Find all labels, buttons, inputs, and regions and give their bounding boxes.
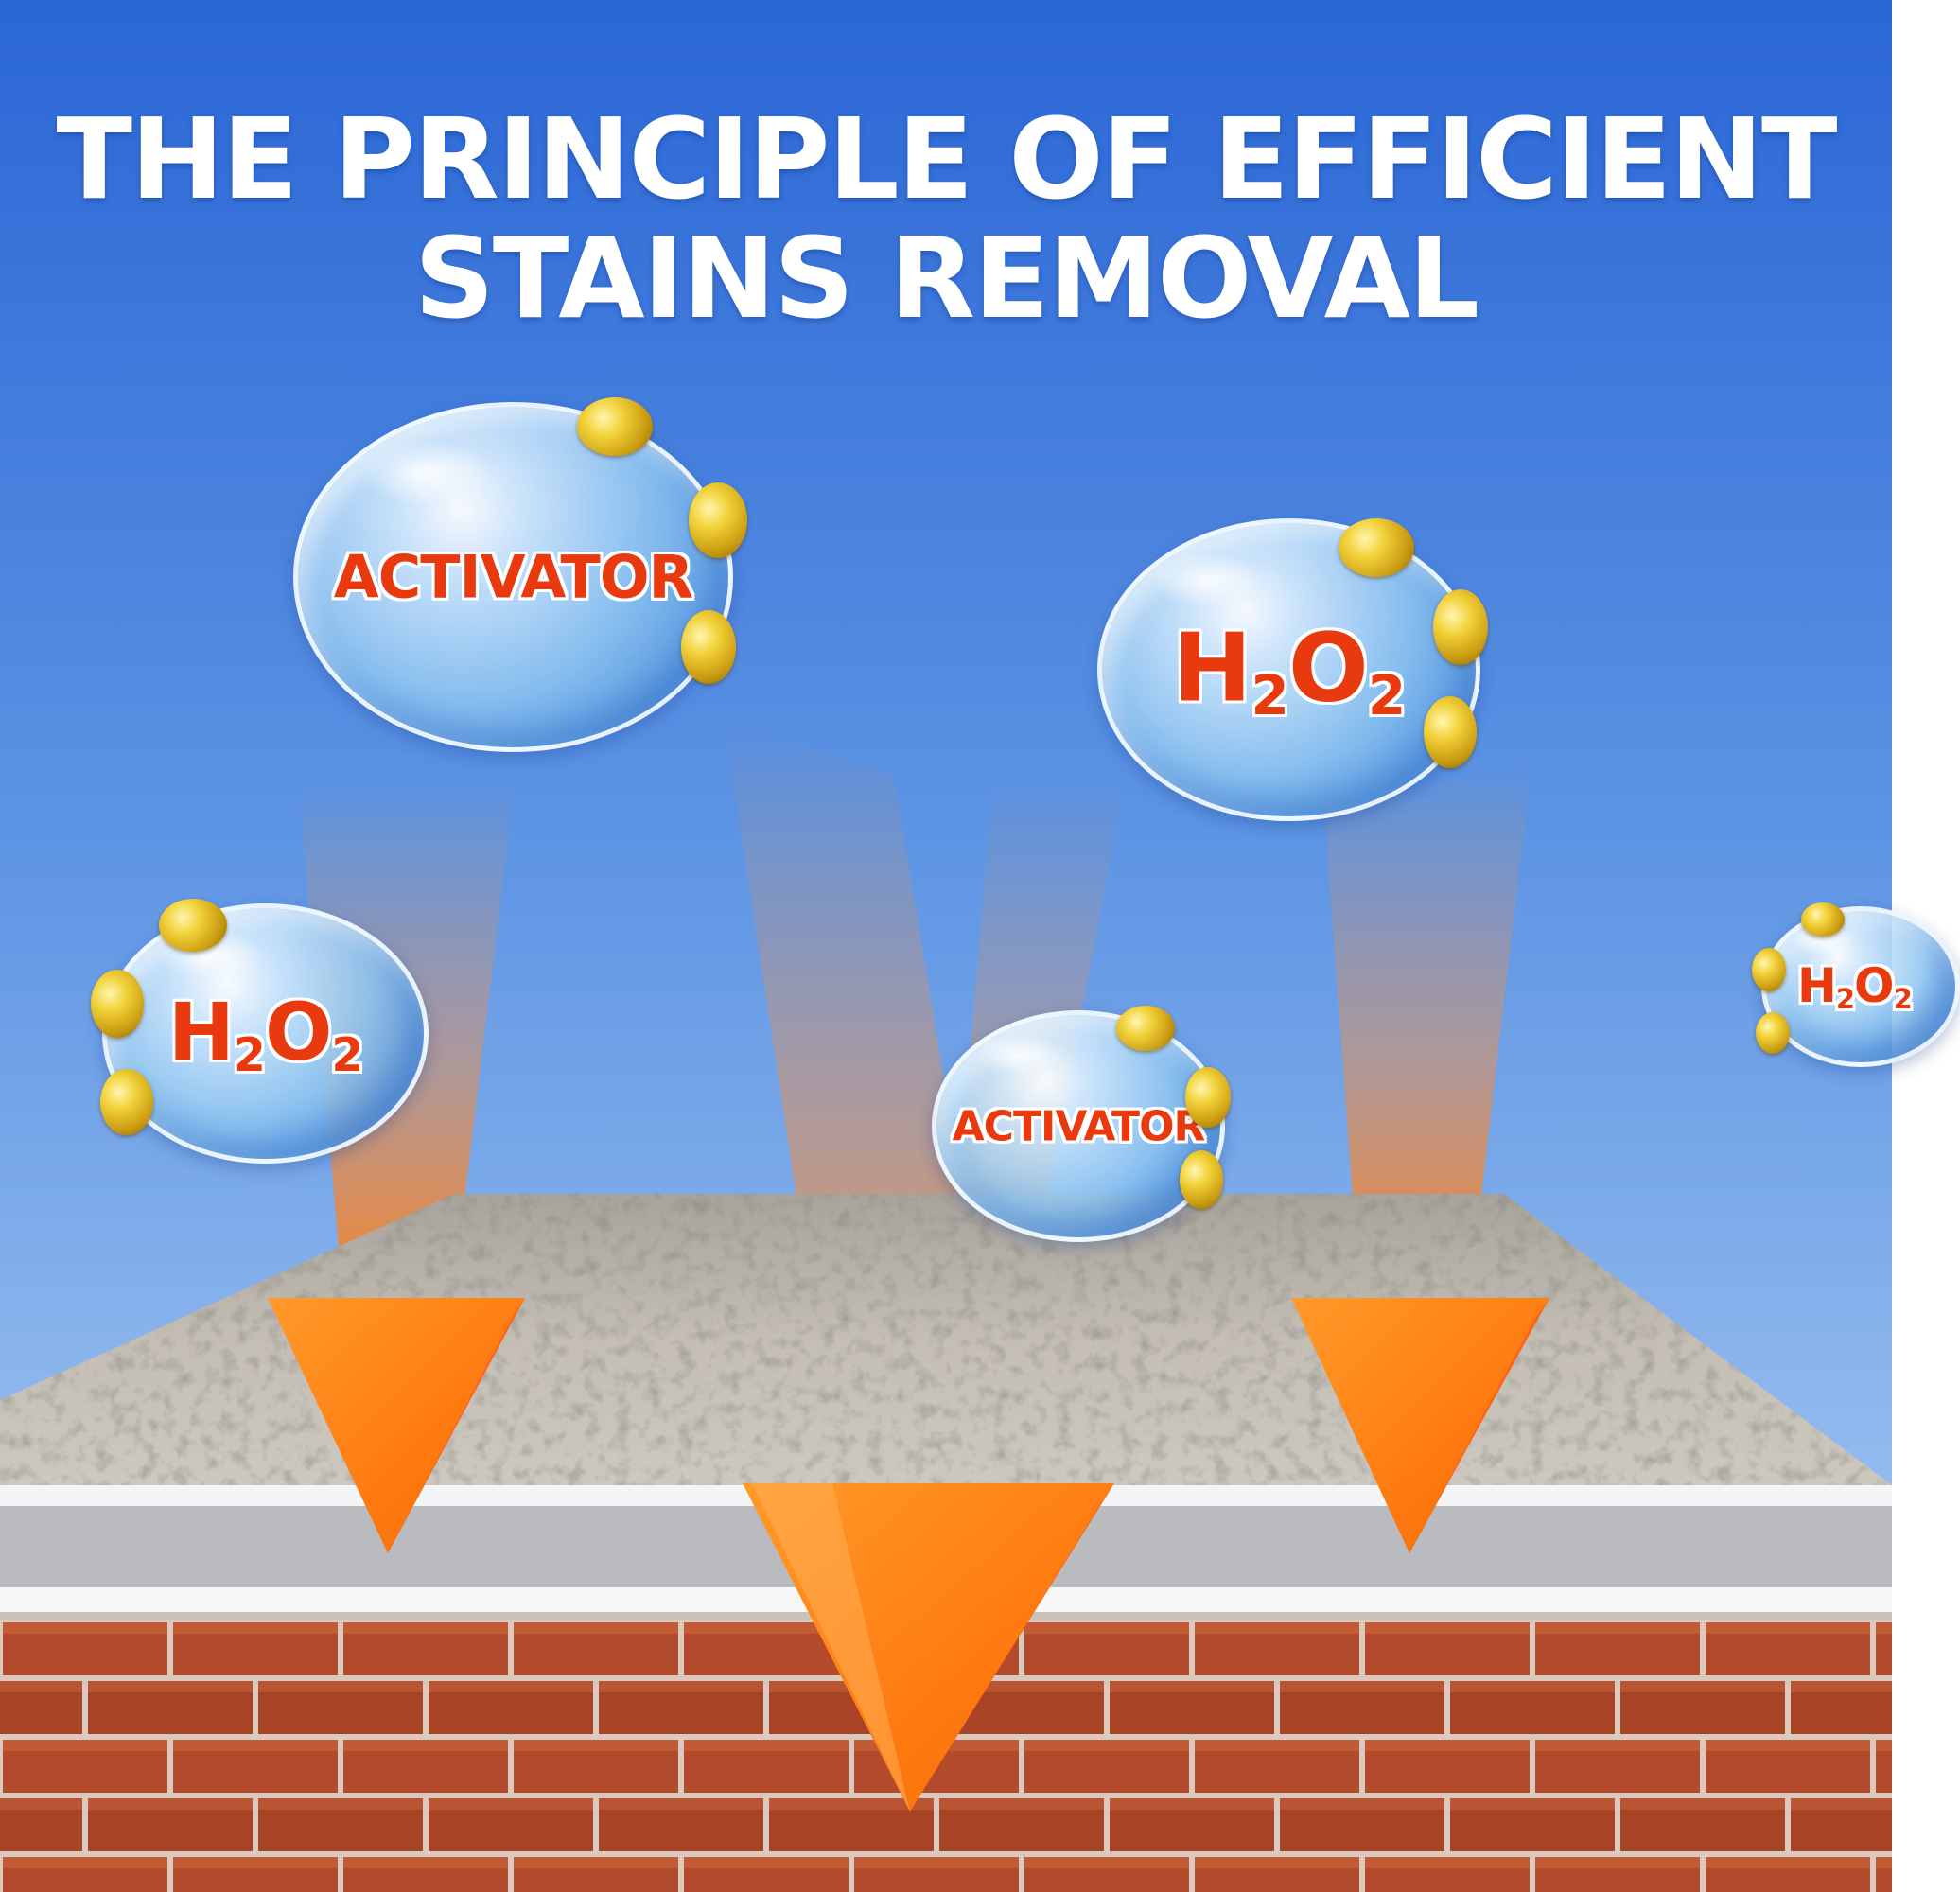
bubble-label: ACTIVATOR	[333, 542, 694, 612]
h2o2-bubble-top-right: H2O2	[1097, 518, 1488, 821]
activator-bubble-large: ACTIVATOR	[293, 397, 747, 752]
oil-droplet-icon	[681, 610, 736, 684]
bubble-label: H2O2	[102, 985, 429, 1081]
formula-text: H2O2	[167, 985, 364, 1082]
bubble-label: ACTIVATOR	[952, 1102, 1206, 1150]
oil-droplet-icon	[1339, 518, 1414, 577]
oil-droplet-icon	[1180, 1150, 1223, 1209]
oil-droplet-icon	[91, 970, 144, 1038]
oil-droplet-icon	[1433, 589, 1488, 665]
page-title: THE PRINCIPLE OF EFFICIENT STAINS REMOVA…	[0, 99, 1892, 338]
activator-bubble-small: ACTIVATOR	[932, 1006, 1231, 1242]
arrow-right	[1291, 1298, 1549, 1553]
title-line-2: STAINS REMOVAL	[413, 213, 1479, 343]
arrows	[268, 1298, 1549, 1812]
scene	[0, 0, 1892, 1892]
h2o2-bubble-left: H2O2	[91, 899, 429, 1164]
oil-droplet-icon	[100, 1069, 153, 1135]
oil-droplet-icon	[159, 899, 227, 952]
oil-droplet-icon	[1424, 696, 1477, 768]
beam-right	[1324, 757, 1532, 1324]
bubble-body	[1097, 518, 1480, 821]
bubble-body	[102, 903, 429, 1164]
oil-droplet-icon	[577, 397, 653, 456]
bubble-label: H2O2	[1097, 612, 1480, 727]
formula-text: H2O2	[1172, 612, 1406, 727]
oil-droplet-icon	[1185, 1067, 1231, 1128]
oil-droplet-icon	[1116, 1006, 1175, 1051]
title-line-1: THE PRINCIPLE OF EFFICIENT	[56, 94, 1838, 224]
arrow-left	[268, 1298, 525, 1553]
oil-droplet-icon	[689, 482, 747, 558]
arrow-center	[743, 1483, 1114, 1812]
